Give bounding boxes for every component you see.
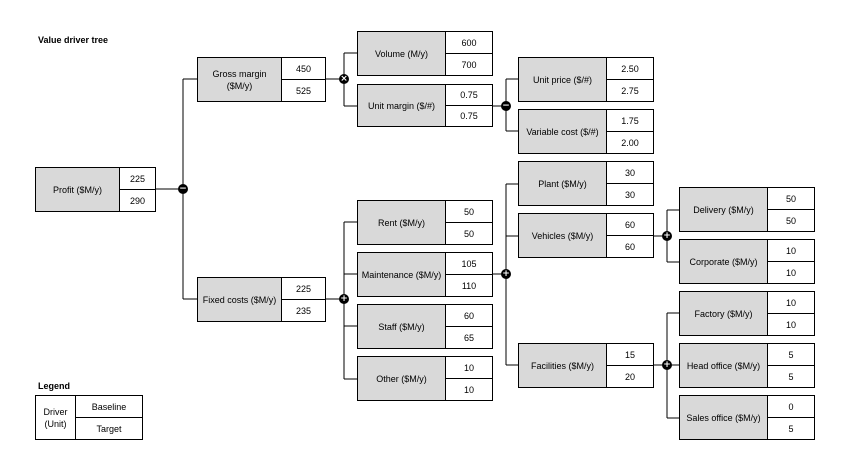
node-other: Other ($M/y) 10 10 (357, 356, 493, 401)
node-maintenance: Maintenance ($M/y) 105 110 (357, 252, 493, 297)
target-value: 65 (446, 326, 492, 348)
legend-title: Legend (38, 381, 71, 391)
target-value: 60 (607, 235, 653, 257)
plus-operator-icon: + (662, 230, 672, 241)
baseline-value: 50 (785, 193, 796, 204)
node-label: Vehicles ($M/y) (519, 214, 607, 257)
minus-operator-icon: − (501, 100, 511, 111)
baseline-value: 5 (788, 349, 794, 360)
node-label: Delivery ($M/y) (680, 188, 768, 231)
baseline-value: 15 (624, 349, 635, 360)
target-value: 50 (446, 222, 492, 244)
node-unit-price: Unit price ($/#) 2.50 2.75 (518, 57, 654, 102)
node-volume: Volume (M/y) 600 700 (357, 31, 493, 76)
node-delivery: Delivery ($M/y) 50 50 (679, 187, 815, 232)
plus-operator-icon: + (662, 359, 672, 370)
target-value: 2.75 (607, 79, 653, 101)
target-value: 50 (768, 209, 814, 231)
target-value: 0.75 (446, 105, 492, 126)
baseline-value: 2.50 (621, 63, 639, 74)
target-value: 30 (607, 183, 653, 205)
target-value: 290 (120, 189, 155, 211)
node-rent: Rent ($M/y) 50 50 (357, 200, 493, 245)
minus-operator-icon: − (178, 183, 188, 194)
legend-driver-label: Driver (Unit) (36, 396, 76, 439)
node-factory: Factory ($M/y) 10 10 (679, 291, 815, 336)
target-value: 525 (282, 79, 325, 101)
baseline-value: 105 (461, 258, 477, 269)
node-label: Rent ($M/y) (358, 201, 446, 244)
node-profit: Profit ($M/y) 225 290 (35, 167, 156, 212)
baseline-value: 450 (295, 63, 312, 74)
baseline-value: 600 (461, 37, 477, 48)
diagram-title: Value driver tree (38, 35, 109, 45)
baseline-value: 225 (129, 173, 146, 184)
target-value: 2.00 (607, 131, 653, 153)
node-plant: Plant ($M/y) 30 30 (518, 161, 654, 206)
baseline-value: 50 (463, 206, 474, 217)
multiply-operator-icon: × (339, 73, 349, 84)
target-value: 10 (768, 313, 814, 335)
baseline-value: 60 (463, 310, 474, 321)
target-value: 5 (768, 417, 814, 439)
node-facilities: Facilities ($M/y) 15 20 (518, 343, 654, 388)
baseline-value: 1.75 (621, 115, 639, 126)
legend-target-label: Target (76, 417, 142, 439)
node-label: Profit ($M/y) (36, 168, 120, 211)
baseline-value: 10 (463, 362, 474, 373)
node-label: Unit price ($/#) (519, 58, 607, 101)
target-value: 10 (446, 378, 492, 400)
target-value: 5 (768, 365, 814, 387)
node-sales-office: Sales office ($M/y) 0 5 (679, 395, 815, 440)
baseline-value: 225 (295, 283, 312, 294)
node-label: Volume (M/y) (358, 32, 446, 75)
baseline-value: 30 (624, 167, 635, 178)
plus-operator-icon: + (339, 293, 349, 304)
node-label: Fixed costs ($M/y) (198, 278, 282, 321)
node-label: Head office ($M/y) (680, 344, 768, 387)
node-label: Factory ($M/y) (680, 292, 768, 335)
node-staff: Staff ($M/y) 60 65 (357, 304, 493, 349)
node-label: Facilities ($M/y) (519, 344, 607, 387)
baseline-value: 0 (788, 401, 794, 412)
node-vehicles: Vehicles ($M/y) 60 60 (518, 213, 654, 258)
node-label: Plant ($M/y) (519, 162, 607, 205)
node-head-office: Head office ($M/y) 5 5 (679, 343, 815, 388)
baseline-value: 10 (785, 245, 796, 256)
target-value: 20 (607, 365, 653, 387)
node-label: Sales office ($M/y) (680, 396, 768, 439)
baseline-value: 10 (785, 297, 796, 308)
plus-operator-icon: + (501, 268, 511, 279)
node-label: Maintenance ($M/y) (358, 253, 446, 296)
node-label: Corporate ($M/y) (680, 240, 768, 283)
target-value: 10 (768, 261, 814, 283)
node-label: Staff ($M/y) (358, 305, 446, 348)
target-value: 700 (446, 53, 492, 75)
baseline-value: 60 (624, 219, 635, 230)
node-label: Variable cost ($/#) (519, 110, 607, 153)
node-unit-margin: Unit margin ($/#) 0.75 0.75 (357, 84, 493, 127)
legend-box: Driver (Unit) Baseline Target (35, 395, 143, 440)
node-corporate: Corporate ($M/y) 10 10 (679, 239, 815, 284)
baseline-value: 0.75 (460, 90, 478, 100)
node-label: Other ($M/y) (358, 357, 446, 400)
target-value: 235 (282, 299, 325, 321)
node-fixed-costs: Fixed costs ($M/y) 225 235 (197, 277, 326, 322)
target-value: 110 (446, 274, 492, 296)
node-label: Gross margin ($M/y) (198, 58, 282, 101)
node-variable-cost: Variable cost ($/#) 1.75 2.00 (518, 109, 654, 154)
node-gross-margin: Gross margin ($M/y) 450 525 (197, 57, 326, 102)
legend-baseline-label: Baseline (91, 401, 127, 412)
node-label: Unit margin ($/#) (358, 85, 446, 126)
